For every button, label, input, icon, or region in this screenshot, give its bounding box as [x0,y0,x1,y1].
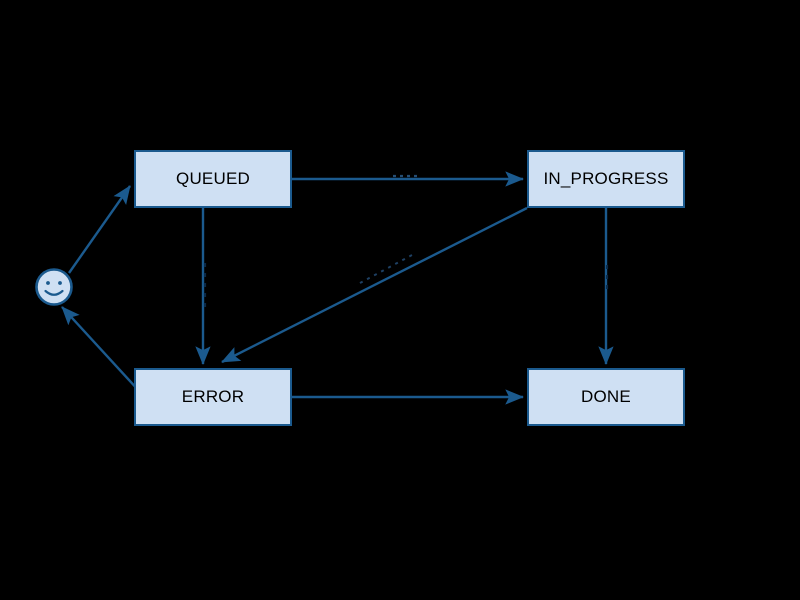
smiley-eye-left-icon [46,281,50,285]
state-node-queued[interactable]: QUEUED [134,150,292,208]
edge-inprogress-to-error [221,206,528,364]
state-label-error: ERROR [181,387,245,406]
state-label-in-progress: IN_PROGRESS [543,169,669,188]
state-label-queued: QUEUED [176,169,250,188]
smiley-face-icon [35,268,73,306]
edge-start-to-queued [68,185,131,274]
edge-inprogress-to-done [598,208,614,365]
edge-queued-to-inprogress [292,171,524,187]
start-smiley-node[interactable] [34,267,74,307]
edge-queued-to-error [195,208,211,365]
state-node-error[interactable]: ERROR [134,368,292,426]
state-node-done[interactable]: DONE [527,368,685,426]
state-label-done: DONE [581,387,631,406]
state-node-in-progress[interactable]: IN_PROGRESS [527,150,685,208]
smiley-mouth-icon [44,289,64,296]
smiley-eye-right-icon [58,281,62,285]
edge-error-to-start [61,306,141,393]
